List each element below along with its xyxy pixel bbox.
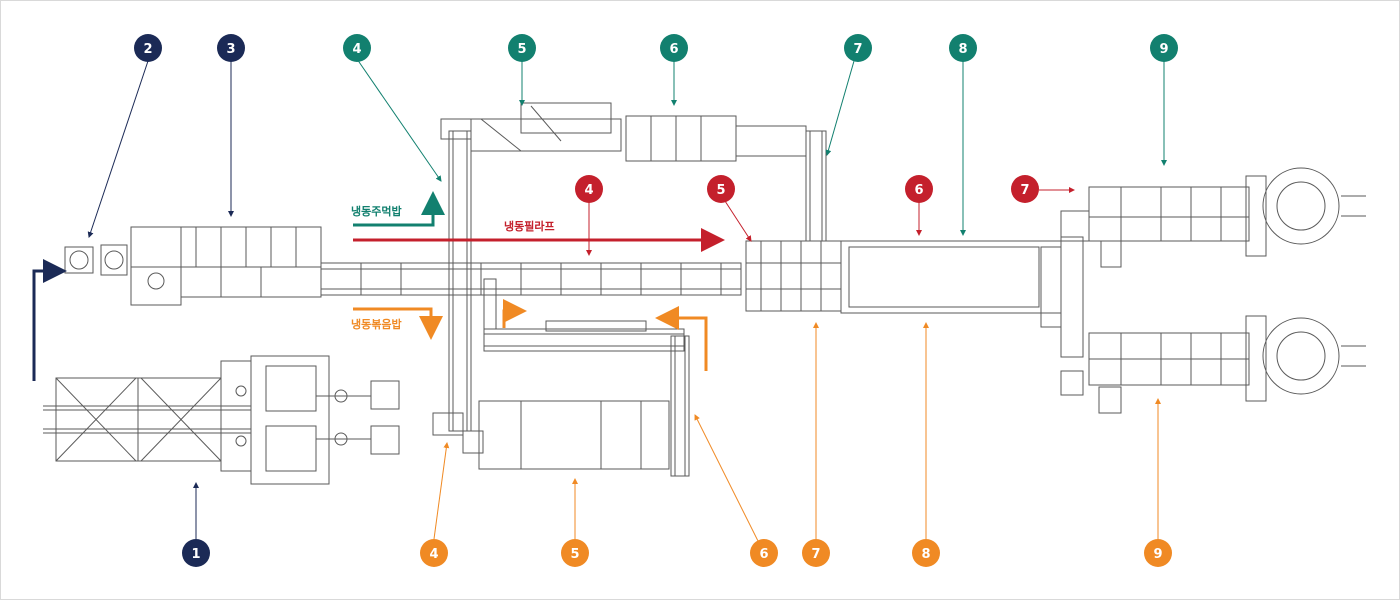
svg-text:9: 9 (1153, 547, 1162, 562)
lower-line-orange (462, 278, 690, 477)
orange-route-arrow-3 (655, 306, 708, 371)
svg-text:5: 5 (517, 42, 526, 57)
marker-teal-4: 4 (343, 34, 371, 62)
marker-teal-9: 9 (1150, 34, 1178, 62)
main-conveyor (320, 262, 742, 296)
leader-teal-4 (356, 58, 442, 182)
orange-route-arrow-2 (502, 299, 527, 328)
route-label-teal: 냉동주먹밥 (351, 204, 402, 218)
leader-red-5 (724, 200, 752, 242)
marker-teal-7: 7 (844, 34, 872, 62)
route-label-orange: 냉동볶음밥 (351, 317, 402, 331)
svg-text:2: 2 (143, 42, 152, 57)
svg-text:4: 4 (584, 183, 593, 198)
svg-text:1: 1 (191, 547, 200, 562)
equipment-2 (64, 244, 128, 276)
svg-text:6: 6 (914, 183, 923, 198)
leader-orange-4 (433, 442, 450, 540)
equipment-3-steamer (130, 226, 322, 306)
svg-text:6: 6 (759, 547, 768, 562)
freezer-tunnel-8 (840, 236, 1084, 358)
marker-teal-8: 8 (949, 34, 977, 62)
leader-teal-7 (825, 60, 855, 156)
marker-orange-8: 8 (912, 539, 940, 567)
svg-text:5: 5 (570, 547, 579, 562)
leader-navy-2 (87, 60, 149, 238)
input-flow-arrow (32, 259, 67, 381)
svg-text:8: 8 (958, 42, 967, 57)
top-line-teal-5-6 (440, 102, 827, 242)
svg-text:9: 9 (1159, 42, 1168, 57)
marker-orange-7: 7 (802, 539, 830, 567)
marker-orange-4: 4 (420, 539, 448, 567)
svg-text:7: 7 (811, 547, 820, 562)
svg-text:7: 7 (1020, 183, 1029, 198)
marker-red-4: 4 (575, 175, 603, 203)
step-markers: 1 2 3 4 5 6 7 8 9 4 5 6 7 4 5 6 7 8 9 (134, 34, 1178, 567)
orange-route-arrow (353, 307, 443, 340)
packaging-9-upper (1060, 167, 1366, 268)
marker-orange-6: 6 (750, 539, 778, 567)
transfer-unit-7 (745, 240, 842, 312)
packaging-9-lower (1060, 315, 1366, 414)
marker-red-5: 5 (707, 175, 735, 203)
marker-teal-5: 5 (508, 34, 536, 62)
marker-red-6: 6 (905, 175, 933, 203)
marker-orange-9: 9 (1144, 539, 1172, 567)
svg-text:6: 6 (669, 42, 678, 57)
svg-text:8: 8 (921, 547, 930, 562)
svg-text:3: 3 (226, 42, 235, 57)
marker-navy-2: 2 (134, 34, 162, 62)
svg-text:4: 4 (352, 42, 361, 57)
equipment-1-cooker (43, 355, 400, 485)
teal-route-arrow (353, 191, 445, 227)
svg-text:4: 4 (429, 547, 438, 562)
marker-orange-5: 5 (561, 539, 589, 567)
marker-red-7: 7 (1011, 175, 1039, 203)
route-label-red: 냉동필라프 (504, 219, 555, 233)
leader-orange-6 (694, 414, 759, 542)
equipment-layout (43, 102, 1366, 485)
marker-navy-3: 3 (217, 34, 245, 62)
svg-text:7: 7 (853, 42, 862, 57)
elevator-teal-4 (432, 130, 472, 436)
marker-teal-6: 6 (660, 34, 688, 62)
svg-text:5: 5 (716, 183, 725, 198)
marker-navy-1: 1 (182, 539, 210, 567)
